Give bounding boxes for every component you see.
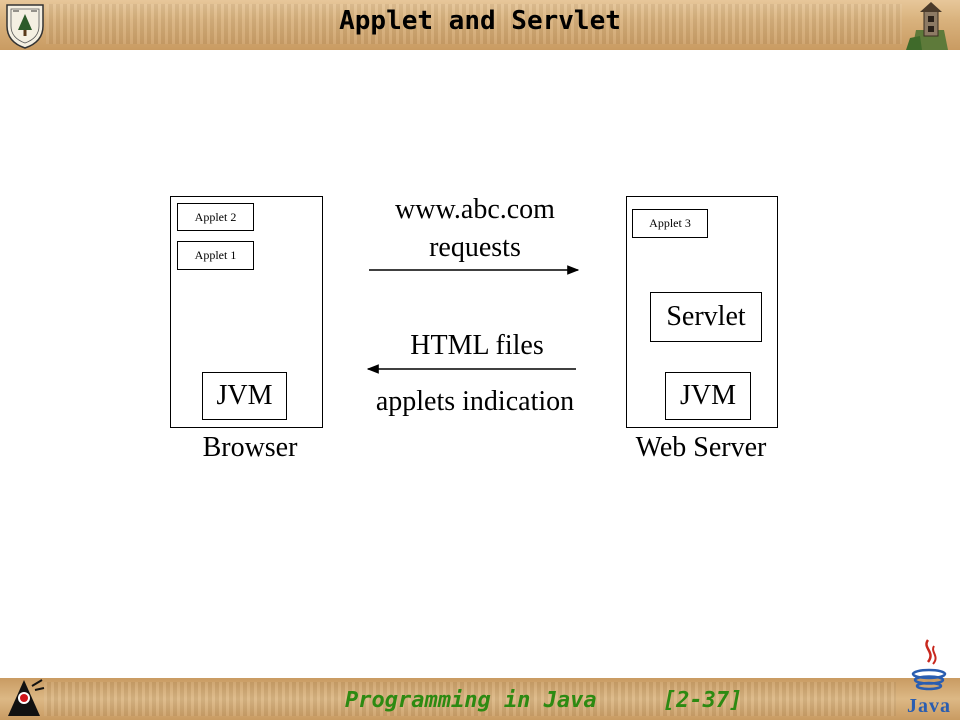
footer-course-title: Programming in Java [2-37] [345,688,742,713]
html-files-label: HTML files [410,330,544,361]
duke-mascot-icon [8,679,45,716]
applet-1-box: Applet 1 [177,241,254,270]
applets-indication-label: applets indication [375,386,575,417]
request-label: requests [429,232,521,263]
applet-2-box: Applet 2 [177,203,254,231]
server-jvm-box: JVM [665,372,751,420]
request-url-label: www.abc.com [395,194,555,225]
browser-label: Browser [202,432,298,463]
header-wood-band [46,4,902,44]
footer-page-number: [2-37] [662,688,743,713]
tower-building-icon [906,2,948,50]
java-logo-icon: Java [907,639,951,717]
footer-course-name: Programming in Java [345,688,597,713]
java-logo-text: Java [907,695,951,717]
browser-jvm-box: JVM [202,372,287,420]
applet-3-box: Applet 3 [632,209,708,238]
browser-box [170,196,323,428]
university-crest-icon [6,4,44,49]
slide-footer [0,678,960,720]
slide-title: Applet and Servlet [339,6,621,36]
servlet-box: Servlet [650,292,762,342]
web-server-label: Web Server [635,432,767,463]
slide-header [0,0,960,50]
footer-wood-band [44,682,896,716]
